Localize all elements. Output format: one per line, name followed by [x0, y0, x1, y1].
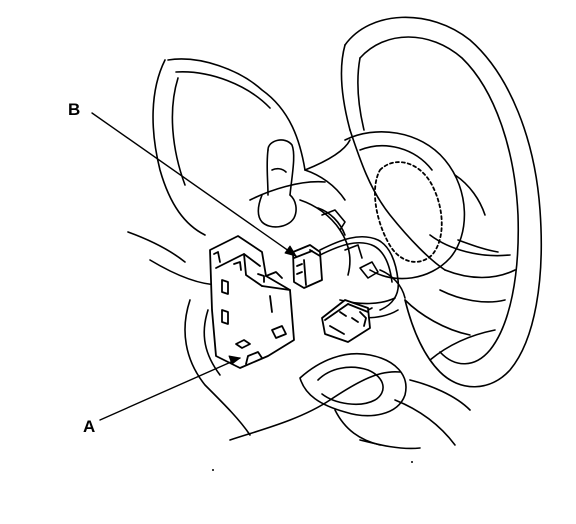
- control-unit-a: [209, 235, 295, 369]
- leader-line-a: [99, 357, 241, 421]
- lever-stalk: [257, 139, 297, 228]
- airbag-module-outline: [374, 161, 443, 263]
- steering-wheel: [340, 16, 543, 388]
- leader-arrow-b: [284, 245, 297, 257]
- callout-label-b: B: [68, 100, 81, 119]
- callout-label-a: A: [83, 417, 96, 436]
- leader-arrow-a: [228, 355, 241, 365]
- connector-b: [292, 244, 323, 289]
- lower-dash-outline: [184, 299, 471, 450]
- speck: [212, 469, 214, 471]
- dashboard-outline: [127, 58, 351, 286]
- harness-plug: [321, 299, 371, 343]
- leader-line-b: [91, 112, 297, 257]
- speck: [411, 461, 413, 463]
